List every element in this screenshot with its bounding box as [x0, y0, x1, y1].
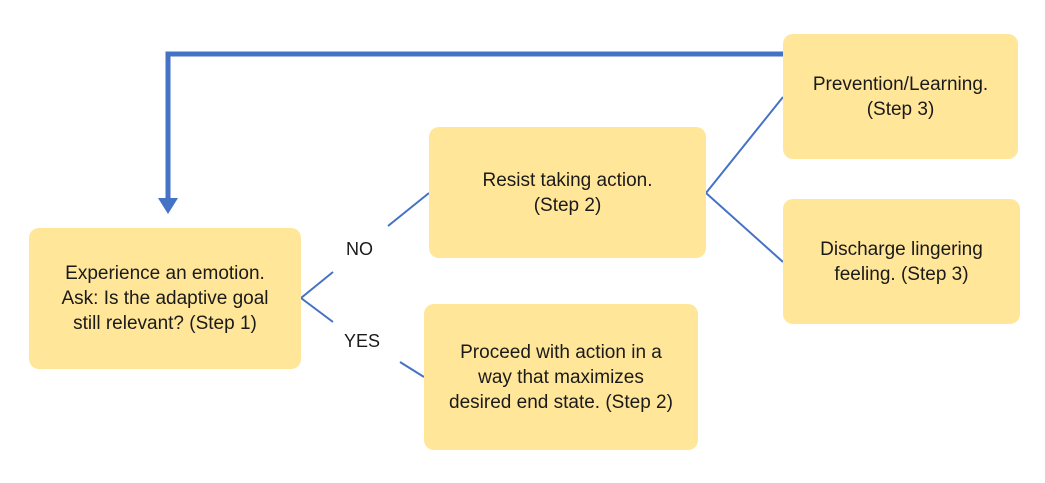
- feedback-arrowhead: [158, 198, 178, 214]
- node-resist-action: Resist taking action. (Step 2): [429, 127, 706, 258]
- feedback-arrow: [165, 51, 783, 200]
- edge-label-yes: YES: [344, 331, 381, 351]
- connector-no-resist: [387, 192, 430, 227]
- node-proceed-action: Proceed with action in a way that maximi…: [424, 304, 698, 450]
- edge-label-no: NO: [346, 239, 373, 259]
- node-step1-experience-emotion: Experience an emotion. Ask: Is the adapt…: [29, 228, 301, 369]
- node-discharge-text: Discharge lingering feeling. (Step 3): [820, 238, 983, 285]
- node-discharge-feeling: Discharge lingering feeling. (Step 3): [783, 199, 1020, 324]
- node-step1-text: Experience an emotion. Ask: Is the adapt…: [61, 263, 269, 334]
- connector-resist-prevention: [705, 96, 784, 194]
- node-resist-text: Resist taking action. (Step 2): [482, 169, 653, 216]
- node-prevention-learning: Prevention/Learning. (Step 3): [783, 34, 1018, 159]
- connector-step1-no: [300, 271, 334, 299]
- node-proceed-text: Proceed with action in a way that maximi…: [449, 341, 673, 413]
- connector-yes-proceed: [399, 361, 425, 378]
- connector-resist-discharge: [705, 192, 784, 263]
- node-prevention-text: Prevention/Learning. (Step 3): [812, 73, 989, 120]
- connector-step1-yes: [300, 297, 334, 323]
